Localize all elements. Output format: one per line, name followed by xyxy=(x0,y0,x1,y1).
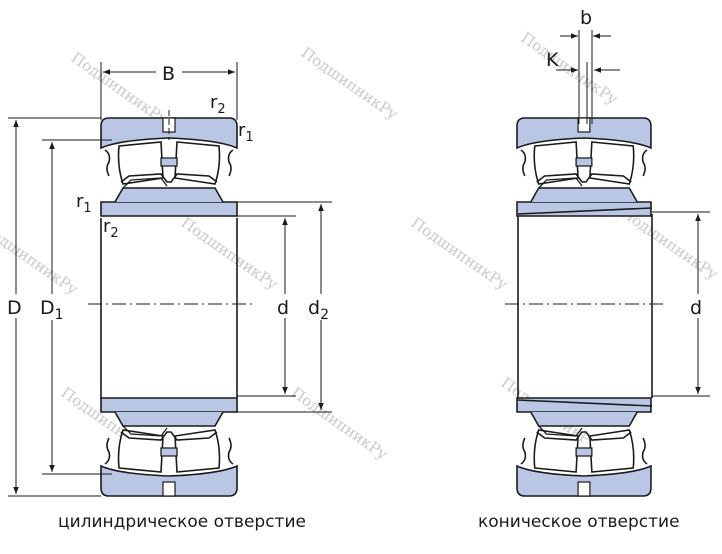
dimension-d-left: d xyxy=(237,215,296,397)
label-K: K xyxy=(546,49,559,71)
watermark-text: ПодшипникРу xyxy=(178,214,282,294)
watermark-text: ПодшипникРу xyxy=(0,219,81,299)
watermark-text: ПодшипникРу xyxy=(288,384,392,464)
svg-text:r1: r1 xyxy=(238,120,254,145)
svg-text:d2: d2 xyxy=(308,297,329,323)
label-r1: r xyxy=(238,120,246,141)
upper-section xyxy=(516,117,652,217)
label-B: B xyxy=(162,63,175,85)
lower-section xyxy=(100,397,238,497)
label-b: b xyxy=(580,7,592,29)
label-r2: r xyxy=(103,216,111,237)
watermark-text: ПодшипникРу xyxy=(518,29,622,109)
label-d: d xyxy=(277,297,289,319)
bearing-cylindrical-bore xyxy=(88,110,252,497)
dimension-d2: d2 xyxy=(230,201,338,413)
svg-text:r2: r2 xyxy=(103,216,119,241)
label-d2: d xyxy=(308,297,320,319)
label-D1-sub: 1 xyxy=(55,307,64,323)
label-r2-sub: 2 xyxy=(110,226,118,241)
label-r1-sub: 1 xyxy=(83,201,91,216)
dimension-B: B xyxy=(100,60,238,120)
label-r1: r xyxy=(76,191,84,212)
caption-tapered-bore: коническое отверстие xyxy=(478,512,680,532)
label-d: d xyxy=(690,297,702,319)
dimension-D1: D1 xyxy=(38,139,112,475)
dimension-b-K: b K xyxy=(546,7,620,124)
dimension-D: D xyxy=(4,117,101,497)
watermark-text: ПодшипникРу xyxy=(408,214,512,294)
svg-text:D1: D1 xyxy=(40,297,64,323)
bearing-tapered-bore xyxy=(505,117,665,497)
caption-cylindrical-bore: цилиндрическое отверстие xyxy=(58,512,306,532)
label-r2: r xyxy=(210,92,218,113)
watermark-text: ПодшипникРу xyxy=(298,44,402,124)
watermark-text: ПодшипникРу xyxy=(68,49,172,129)
svg-text:r1: r1 xyxy=(76,191,92,216)
svg-text:r2: r2 xyxy=(210,92,226,117)
radius-labels-left: r2 r1 r1 r2 xyxy=(76,92,254,241)
label-d2-sub: 2 xyxy=(320,307,329,323)
label-D1: D xyxy=(40,297,55,319)
dimension-d-right: d xyxy=(652,211,710,397)
label-r2-sub: 2 xyxy=(217,102,225,117)
label-D: D xyxy=(7,297,22,319)
label-r1-sub: 1 xyxy=(245,130,253,145)
